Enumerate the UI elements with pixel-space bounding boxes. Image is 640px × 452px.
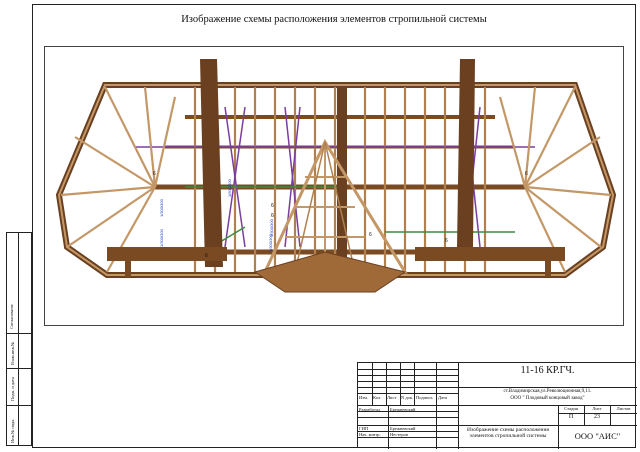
left-margin-strip: Согласовано: Взам.инв.№ Подп. и дата Инв…: [6, 232, 32, 446]
dim-2: 1/500/500: [227, 178, 232, 197]
dim-3: 1/300/300: [269, 218, 274, 237]
col-kol: Кол.: [373, 395, 382, 400]
rafter-system-render: 1/300/300 1/500/500 1/300/300 1/300/300 …: [55, 59, 617, 293]
eave-blocks: [107, 247, 565, 277]
wall-plate: [55, 82, 617, 278]
col-ndok: N док.: [401, 395, 414, 400]
name-developer: Брежневский: [390, 407, 416, 412]
doc-code: 11-16 КР.ГЧ.: [520, 365, 575, 376]
sheet-frame: [32, 4, 636, 448]
sheets-label: Листов: [616, 406, 631, 411]
side-sign-date: Подп. и дата: [10, 376, 15, 401]
hip-left: [60, 86, 177, 273]
sheet-title: Изображение схемы расположения элементов…: [467, 427, 549, 439]
hip-right: [498, 86, 612, 273]
sheet-label: Лист: [592, 406, 602, 411]
side-replace-inv: Взам.инв.№: [10, 341, 15, 365]
tag-3: 6: [369, 232, 372, 238]
tag-4: 6: [271, 213, 274, 219]
dim-4: 1/300/300: [159, 228, 164, 247]
stage-label: Стадия: [564, 406, 578, 411]
element-tags: 6 6 6 6 6 6 6: [153, 171, 528, 259]
posts: [200, 59, 475, 267]
common-rafters: [193, 87, 487, 272]
stage-value: П: [568, 414, 574, 420]
name-gip: Брежневский: [390, 426, 416, 431]
col-list: Лист: [387, 395, 397, 400]
col-izm: Изм.: [359, 395, 368, 400]
role-developer: Разработал: [359, 407, 381, 412]
side-approved: Согласовано:: [9, 303, 14, 329]
drawing-area: 1/300/300 1/500/500 1/300/300 1/300/300 …: [44, 46, 624, 326]
tag-1: 6: [153, 171, 156, 177]
side-orig-inv: Инв.№ подл.: [10, 418, 15, 443]
tag-6: 6: [445, 238, 448, 244]
central-gable: [253, 138, 408, 293]
dim-1: 1/300/300: [159, 198, 164, 217]
title-block: 11-16 КР.ГЧ. ст.Владимирская,ул.Революци…: [357, 362, 637, 449]
sheet-value: 23: [594, 414, 600, 420]
address-line-2: ООО " Плодовый концовый завод": [510, 396, 585, 401]
company-name: ООО "АИС": [574, 431, 621, 441]
role-control: Нач. контр.: [359, 432, 381, 437]
tag-7: 6: [525, 171, 528, 177]
dimension-labels: 1/300/300 1/500/500 1/300/300 1/300/300 …: [159, 178, 274, 252]
address-line-1: ст.Владимирская,ул.Революционная,9,11.: [503, 389, 592, 394]
drawing-title: Изображение схемы расположения элементов…: [181, 14, 487, 25]
role-gip: ГИП: [359, 426, 369, 431]
name-control: Нестеров: [390, 432, 408, 437]
tag-2: 6: [271, 203, 274, 209]
col-data: Дата: [438, 395, 447, 400]
col-podpis: Подпись: [416, 395, 433, 400]
dim-5: 1/300/300: [268, 233, 273, 252]
tag-5: 6: [205, 253, 208, 259]
